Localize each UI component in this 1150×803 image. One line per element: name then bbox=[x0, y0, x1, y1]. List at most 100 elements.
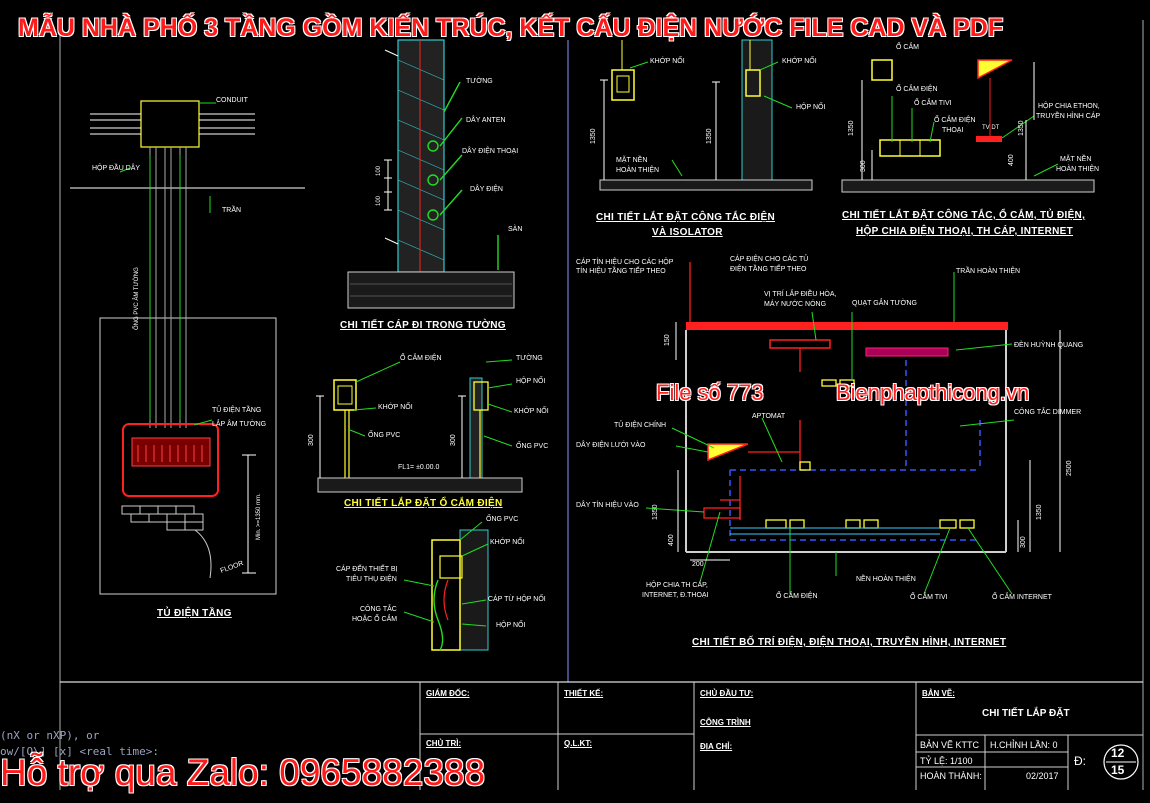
multi-detail bbox=[841, 59, 1095, 193]
label-switch-joint-1: KHỚP NỐI bbox=[650, 58, 685, 65]
label-switch-2: HOẶC Ổ CẮM bbox=[352, 616, 398, 623]
label-power-cable-2: ĐIỆN TẦNG TIẾP THEO bbox=[730, 266, 807, 273]
label-hub-layout-1: HỘP CHIA TH CÁP, bbox=[646, 582, 708, 589]
label-hub-1: HỘP CHIA ETHON, bbox=[1038, 103, 1100, 110]
label-socket: Ổ CẮM ĐIỆN bbox=[400, 355, 442, 362]
tb-project: CÔNG TRÌNH bbox=[700, 718, 751, 727]
banner-title: MẪU NHÀ PHỐ 3 TẦNG GỒM KIẾN TRÚC, KẾT CẤ… bbox=[18, 14, 1004, 42]
label-min-height: Min. >=1350 mm. bbox=[256, 493, 262, 540]
title-layout: CHI TIẾT BỐ TRÍ ĐIỆN, ĐIỆN THOẠI, TRUYỀN… bbox=[692, 637, 1007, 648]
label-fl: FL1= ±0.00.0 bbox=[398, 464, 440, 471]
label-floor-panel-2: LẮP ÂM TƯỜNG bbox=[212, 421, 267, 428]
label-wall: TƯỜNG bbox=[466, 78, 493, 85]
dim-300a: 300 bbox=[308, 434, 315, 446]
label-tv-socket: Ổ CẮM TIVI bbox=[914, 100, 952, 107]
tb-designer: THIẾT KẾ: bbox=[564, 689, 604, 698]
label-multi-floor-1: MẶT NỀN bbox=[1060, 156, 1092, 163]
label-power-cable-1: CÁP ĐIỆN CHO CÁC TỦ bbox=[730, 256, 809, 263]
wall-cable-detail bbox=[347, 39, 515, 309]
tb-sheet-code: BẢN VẼ KTTC bbox=[920, 740, 980, 750]
label-pvc-2: ỐNG PVC bbox=[516, 443, 549, 450]
dim-layout-300: 300 bbox=[1020, 536, 1027, 548]
label-finished-floor-2: HOÀN THIỆN bbox=[616, 167, 660, 174]
sheet-number-circle bbox=[1103, 744, 1139, 780]
label-cable-from-box: CÁP TỪ HỘP NỐI bbox=[488, 596, 546, 603]
title-wall-cable: CHI TIẾT CÁP ĐI TRONG TƯỜNG bbox=[340, 320, 506, 331]
label-ac-1: VỊ TRÍ LẮP ĐIỀU HÒA, bbox=[764, 291, 837, 298]
watermark-site: Bienphapthicong.vn bbox=[836, 380, 1030, 405]
title-switch-1: CHI TIẾT LẮT ĐẶT CÔNG TẮC ĐIỆN bbox=[596, 212, 775, 223]
label-finished-ceiling: TRẦN HOÀN THIỆN bbox=[956, 268, 1021, 275]
label-hub-2: TRUYỀN HÌNH CÁP bbox=[1036, 113, 1101, 120]
dim-switch-1350a: 1350 bbox=[590, 128, 597, 144]
dim-multi-1350b: 1350 bbox=[1018, 120, 1025, 136]
label-phone-socket-2: THOẠI bbox=[942, 127, 964, 134]
label-joint-box-1: KHỚP NỐI bbox=[378, 404, 413, 411]
label-switch-1: CÔNG TẮC bbox=[360, 606, 397, 613]
label-switch-box: HỘP NỐI bbox=[796, 104, 826, 111]
label-dimmer: CÔNG TẮC DIMMER bbox=[1014, 409, 1082, 416]
title-switch-2: VÀ ISOLATOR bbox=[652, 227, 723, 238]
title-block-grid bbox=[419, 682, 1143, 790]
dim-layout-1350b: 1350 bbox=[1036, 504, 1043, 520]
socket-detail bbox=[316, 359, 523, 493]
label-main-panel: TỦ ĐIỆN CHÍNH bbox=[614, 422, 667, 429]
label-layout-tv-socket: Ổ CẮM TIVI bbox=[910, 594, 948, 601]
switch-detail bbox=[599, 39, 813, 191]
label-layout-floor: NỀN HOÀN THIỆN bbox=[856, 576, 916, 583]
tb-scale: TỶ LỆ: 1/100 bbox=[920, 756, 973, 766]
label-supply: DÂY ĐIỆN LƯỚI VÀO bbox=[576, 442, 646, 449]
watermark-file-number: File số 773 bbox=[656, 380, 764, 405]
tb-date: 02/2017 bbox=[1026, 771, 1059, 781]
label-phone-socket-1: Ổ CẮM ĐIỆN bbox=[934, 117, 976, 124]
panel-detail bbox=[70, 100, 305, 595]
title-multi-1: CHI TIẾT LẮT ĐẶT CÔNG TẮC, Ổ CẮM, TỦ ĐIỆ… bbox=[842, 210, 1086, 221]
label-hub-layout-2: INTERNET, Đ.THOẠI bbox=[642, 592, 709, 599]
tb-chief: CHỦ TRÌ: bbox=[426, 739, 462, 748]
label-multi-socket: Ổ CẮM ĐIỆN bbox=[896, 86, 938, 93]
dim-100b: 100 bbox=[376, 195, 382, 206]
dim-multi-400: 400 bbox=[1008, 154, 1015, 166]
label-device-cable-1: CÁP ĐẾN THIẾT BỊ bbox=[336, 566, 398, 573]
label-signal-cable-2: TÍN HIỆU TẦNG TIẾP THEO bbox=[576, 268, 666, 275]
dim-2500: 2500 bbox=[1066, 460, 1073, 476]
label-fan: QUẠT GẮN TƯỜNG bbox=[852, 300, 918, 307]
label-slab: SÀN bbox=[508, 226, 523, 233]
tb-complete: HOÀN THÀNH: bbox=[920, 771, 982, 781]
label-ac-2: MÁY NƯỚC NÓNG bbox=[764, 301, 827, 308]
command-line-2[interactable]: ow/[O\] [x] <real time>: bbox=[0, 745, 159, 758]
label-signal-cable-1: CÁP TÍN HIỆU CHO CÁC HỘP bbox=[576, 259, 674, 266]
label-floor-panel-1: TỦ ĐIỆN TẦNG bbox=[212, 407, 262, 414]
label-antenna: DÂY ANTEN bbox=[466, 117, 506, 124]
label-pvc-1: ỐNG PVC bbox=[368, 432, 401, 439]
label-socket-wall: TƯỜNG bbox=[516, 355, 543, 362]
label-box: HỘP NỐI bbox=[516, 378, 546, 385]
label-cable-pvc: ỐNG PVC bbox=[486, 516, 519, 523]
cable-detail bbox=[403, 521, 489, 651]
label-device-cable-2: TIÊU THỤ ĐIỆN bbox=[346, 576, 397, 583]
label-pvc-pipe: ỐNG PVC ÂM TƯỜNG bbox=[134, 267, 140, 330]
label-internet-socket: Ổ CẮM INTERNET bbox=[992, 594, 1052, 601]
dim-layout-1350a: 1350 bbox=[652, 504, 659, 520]
dim-layout-200: 200 bbox=[692, 561, 704, 568]
dim-switch-1350b: 1350 bbox=[706, 128, 713, 144]
layout-detail bbox=[645, 262, 1061, 595]
label-switch-joint-2: KHỚP NỐI bbox=[782, 58, 817, 65]
label-cable-joint: KHỚP NỐI bbox=[490, 539, 525, 546]
command-line-1: (nX or nXP), or bbox=[0, 729, 100, 742]
label-conduit: CONDUIT bbox=[216, 97, 248, 104]
label-breaker: APTOMAT bbox=[752, 413, 786, 420]
tb-director: GIÁM ĐỐC: bbox=[426, 689, 470, 698]
label-socket-top: Ổ CẮM bbox=[896, 44, 919, 51]
dim-multi-300: 300 bbox=[860, 160, 867, 172]
tb-d-label: Đ: bbox=[1074, 754, 1086, 768]
tb-sheet-num: 12 bbox=[1111, 746, 1125, 760]
title-multi-2: HỘP CHIA ĐIỆN THOẠI, TH CÁP, INTERNET bbox=[856, 226, 1074, 237]
label-joint-box-2: KHỚP NỐI bbox=[514, 408, 549, 415]
label-phone-cable: DÂY ĐIỆN THOẠI bbox=[462, 148, 519, 155]
label-fluorescent: ĐÈN HUỲNH QUANG bbox=[1014, 342, 1084, 349]
tb-drawing-name: CHI TIẾT LẮP ĐẶT bbox=[982, 708, 1070, 719]
label-finished-floor-1: MẶT NỀN bbox=[616, 157, 648, 164]
